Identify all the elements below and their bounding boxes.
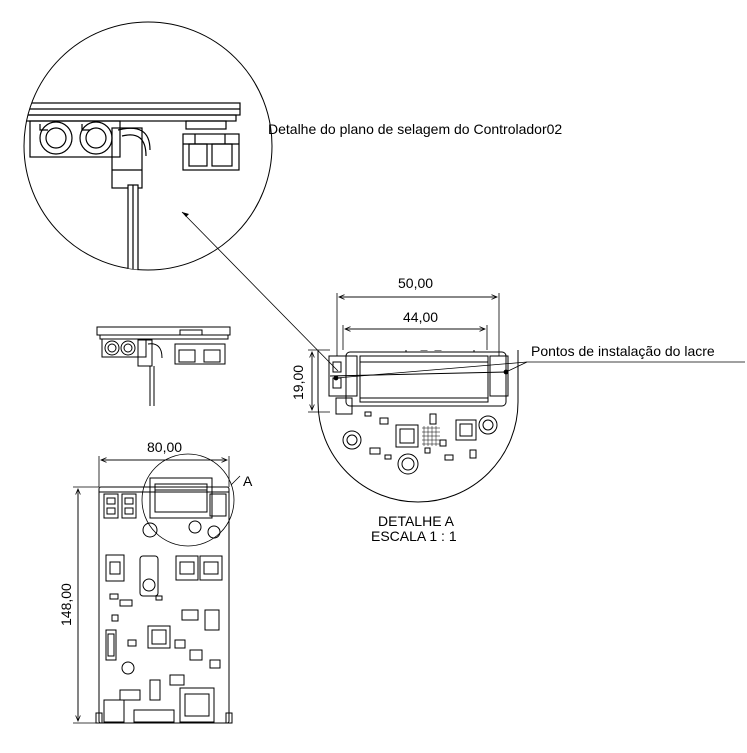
- detail-leader-line: [181, 211, 339, 372]
- detail-view-caption: Detalhe do plano de selagem do Controlad…: [268, 121, 563, 137]
- detail-title: DETALHE A: [378, 513, 454, 529]
- dimension-board-height: 148,00: [58, 583, 74, 626]
- seal-points-callout: Pontos de instalação do lacre: [531, 343, 715, 359]
- dimension-board-width: 80,00: [147, 439, 183, 455]
- detail-scale: ESCALA 1 : 1: [371, 528, 457, 544]
- controller-board-view: [95, 453, 235, 724]
- dimension-detail-width-inner: 44,00: [403, 309, 439, 325]
- detail-dimension-lines: [308, 293, 500, 413]
- detail-a-view: [317, 350, 519, 503]
- seal-points-leader: [333, 361, 745, 381]
- dimension-detail-width-outer: 50,00: [398, 275, 434, 291]
- board-dimension-lines: [73, 456, 241, 724]
- detail-marker-label: A: [243, 473, 253, 489]
- sealing-plane-detail-view: [23, 21, 273, 271]
- side-view: [96, 326, 231, 406]
- dimension-detail-height: 19,00: [290, 364, 306, 400]
